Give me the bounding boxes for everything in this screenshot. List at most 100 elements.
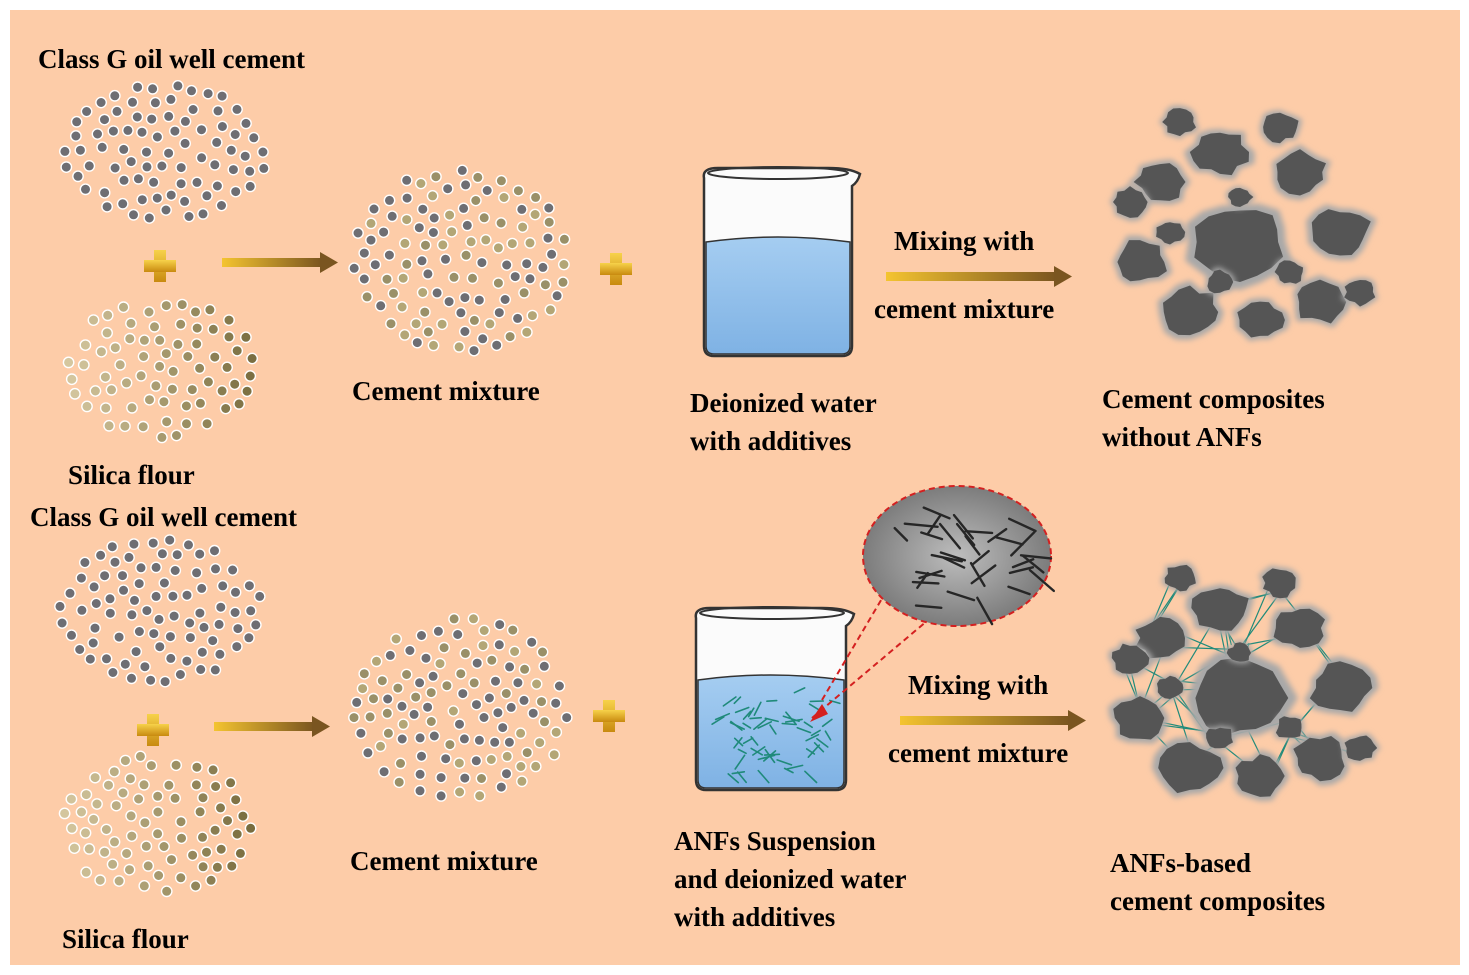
silica-particle (151, 806, 164, 818)
silica-particle (180, 417, 193, 430)
silica-particle (202, 375, 215, 388)
mixture-particle (538, 715, 551, 728)
mixture-particle (383, 249, 396, 262)
mixture-particle (516, 221, 529, 234)
mixture-particle (393, 776, 406, 789)
cement-particle (208, 158, 221, 171)
silica-particle (95, 345, 108, 358)
mixture-particle (542, 202, 555, 214)
silica-particle (244, 822, 257, 835)
silica-particle (174, 871, 187, 884)
silica-particle (214, 802, 227, 814)
cement-particle (100, 652, 113, 665)
silica-particle (246, 352, 259, 365)
mixture-particle (471, 657, 484, 669)
cement-grain (1235, 754, 1285, 797)
cement-particle (242, 631, 255, 644)
silica-particle (190, 761, 203, 774)
silica-particle (174, 318, 187, 331)
silica-particle (148, 320, 161, 333)
mixture-particle (465, 235, 477, 248)
mixture-particle (443, 209, 456, 222)
mixture-particle (434, 657, 446, 670)
mixture-particle (503, 661, 516, 673)
cement-particle (138, 660, 151, 673)
mixture-particle (350, 696, 363, 709)
cement-particle (136, 126, 148, 139)
cement-particle (181, 589, 193, 602)
cement-particle (123, 551, 135, 564)
cement-particle (213, 618, 226, 631)
row-1-group (59, 80, 1379, 444)
silica-particle (189, 880, 202, 892)
cement-particle (194, 663, 207, 676)
fiber (1008, 517, 1037, 533)
silica-particle (229, 793, 242, 806)
cement-particle (162, 110, 175, 123)
cement-particle (244, 180, 257, 193)
mixture-particle (448, 271, 460, 284)
fiber (926, 514, 942, 536)
silica-particle (79, 827, 92, 839)
silica-particle (103, 419, 116, 432)
cement-grain (1158, 742, 1224, 794)
silica-particle (224, 776, 237, 789)
silica-particle (79, 339, 92, 351)
fiber (752, 746, 766, 756)
mixture-particle (496, 721, 509, 734)
cement-particle (163, 534, 176, 546)
silica-particle (189, 305, 202, 318)
silica-particle (58, 807, 71, 820)
silica-particle (114, 358, 127, 371)
mixture-particle (398, 328, 411, 341)
right-arrow-icon (214, 716, 330, 737)
mixture-particle (483, 317, 496, 330)
silica-particle (101, 326, 114, 339)
mixture-particle (468, 314, 481, 327)
silica-particle (186, 849, 199, 862)
cement-particle (226, 564, 239, 576)
mixture-particle (376, 674, 389, 687)
mixture-particle (536, 646, 549, 658)
silica-particle (181, 350, 194, 363)
mixture-particle (410, 317, 422, 330)
silica-particle (194, 397, 207, 410)
fiber (976, 596, 994, 626)
fiber (769, 724, 777, 735)
fiber (1028, 568, 1056, 593)
cement-grain (1297, 279, 1347, 324)
fiber (785, 711, 798, 726)
silica-particle (138, 880, 151, 892)
silica-particle (231, 344, 244, 357)
cement-grain (1344, 280, 1376, 307)
mixture-particle (550, 726, 563, 739)
mixture-particle (501, 750, 514, 763)
mixture-particle (456, 687, 469, 700)
silica-particle (151, 790, 164, 803)
mixture-particle (457, 202, 470, 215)
cement-particles (54, 534, 266, 688)
mixture-particle (453, 340, 465, 353)
fiber (734, 754, 746, 770)
mixture-particle (396, 301, 408, 313)
mixture-particle (422, 325, 435, 338)
silica-particle (225, 860, 238, 872)
cement-particle (164, 630, 177, 643)
mixture-label: Cement mixture (352, 376, 540, 406)
cement-particle (133, 625, 146, 638)
silica-particle (241, 385, 254, 398)
mixture-particle (533, 736, 546, 749)
silica-particle (125, 810, 138, 822)
cement-particle (183, 210, 195, 223)
mixture-particle (432, 625, 445, 638)
cement-particle (109, 162, 122, 174)
cement-grain (1162, 108, 1196, 137)
silica-particle (138, 778, 150, 791)
cement-grain (1237, 301, 1285, 338)
mixture-particle (515, 203, 528, 216)
silica-particle (87, 314, 100, 326)
cement-particle (79, 183, 92, 196)
mixture-particle (425, 686, 438, 699)
cement-particle (229, 586, 242, 599)
silica-particle (197, 860, 210, 873)
